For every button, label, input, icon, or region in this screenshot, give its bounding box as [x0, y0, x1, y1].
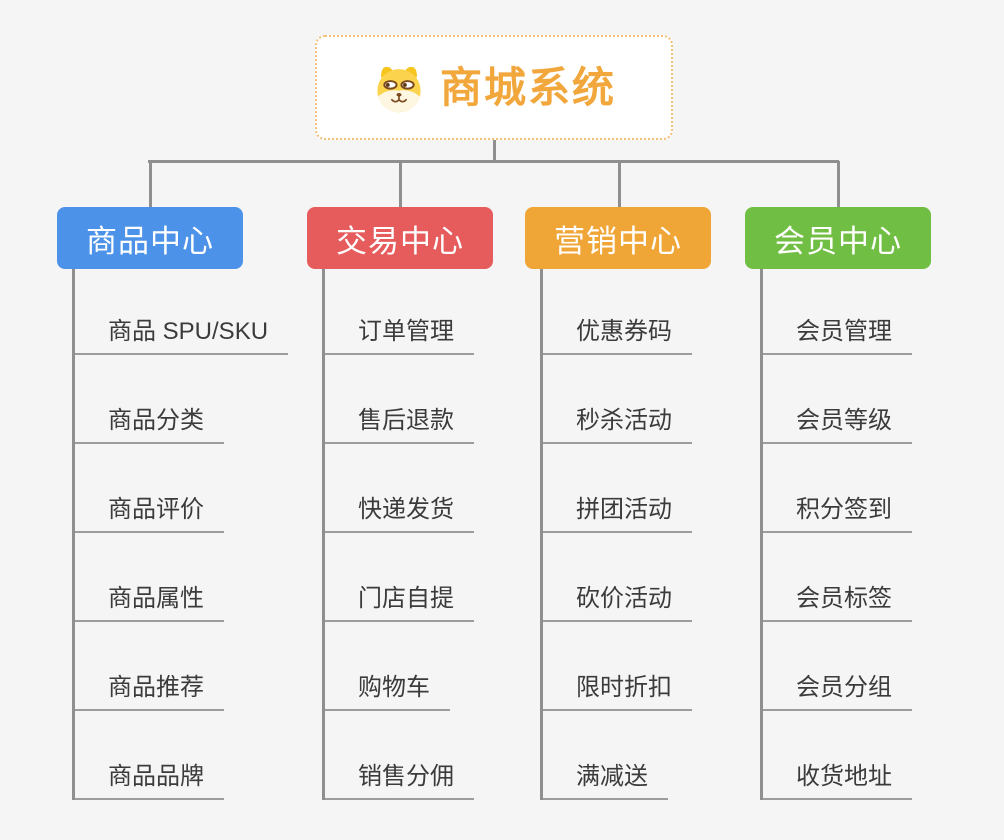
branch-node-marketing[interactable]: 营销中心 [525, 207, 711, 269]
connector-drop-trade [399, 161, 402, 207]
topic-item[interactable]: 商品分类 [75, 355, 224, 444]
topic-item[interactable]: 会员等级 [763, 355, 912, 444]
connector-drop-marketing [618, 161, 621, 207]
topic-item[interactable]: 会员分组 [763, 622, 912, 711]
root-title: 商城系统 [439, 63, 616, 111]
topic-item[interactable]: 商品品牌 [75, 711, 224, 800]
connector-drop-products [149, 161, 152, 207]
topic-item[interactable]: 商品评价 [75, 444, 224, 533]
topic-item[interactable]: 积分签到 [763, 444, 912, 533]
topic-item[interactable]: 商品属性 [75, 533, 224, 622]
branch-list-marketing: 优惠券码 秒杀活动 拼团活动 砍价活动 限时折扣 满减送 [540, 269, 692, 800]
topic-item[interactable]: 销售分佣 [325, 711, 474, 800]
topic-item[interactable]: 优惠券码 [543, 269, 692, 355]
topic-item[interactable]: 商品推荐 [75, 622, 224, 711]
branch-list-products: 商品 SPU/SKU 商品分类 商品评价 商品属性 商品推荐 商品品牌 [72, 269, 289, 800]
root-node[interactable]: 商城系统 [315, 35, 673, 140]
topic-item[interactable]: 购物车 [325, 622, 450, 711]
connector-drop-members [837, 161, 840, 207]
branch-list-trade: 订单管理 售后退款 快递发货 门店自提 购物车 销售分佣 [322, 269, 474, 800]
topic-item[interactable]: 收货地址 [763, 711, 912, 800]
branch-node-members[interactable]: 会员中心 [745, 207, 931, 269]
dog-face-icon [377, 66, 421, 112]
connector-root-drop [493, 140, 496, 162]
topic-item[interactable]: 门店自提 [325, 533, 474, 622]
topic-item[interactable]: 满减送 [543, 711, 668, 800]
topic-item[interactable]: 订单管理 [325, 269, 474, 355]
topic-item[interactable]: 快递发货 [325, 444, 474, 533]
connector-horizontal [148, 160, 839, 163]
topic-item[interactable]: 秒杀活动 [543, 355, 692, 444]
branch-node-trade[interactable]: 交易中心 [307, 207, 493, 269]
branch-list-members: 会员管理 会员等级 积分签到 会员标签 会员分组 收货地址 [760, 269, 912, 800]
topic-item[interactable]: 售后退款 [325, 355, 474, 444]
topic-item[interactable]: 会员标签 [763, 533, 912, 622]
topic-item[interactable]: 限时折扣 [543, 622, 692, 711]
topic-item[interactable]: 商品 SPU/SKU [75, 269, 289, 355]
topic-item[interactable]: 会员管理 [763, 269, 912, 355]
topic-item[interactable]: 砍价活动 [543, 533, 692, 622]
branch-node-products[interactable]: 商品中心 [57, 207, 243, 269]
topic-item[interactable]: 拼团活动 [543, 444, 692, 533]
